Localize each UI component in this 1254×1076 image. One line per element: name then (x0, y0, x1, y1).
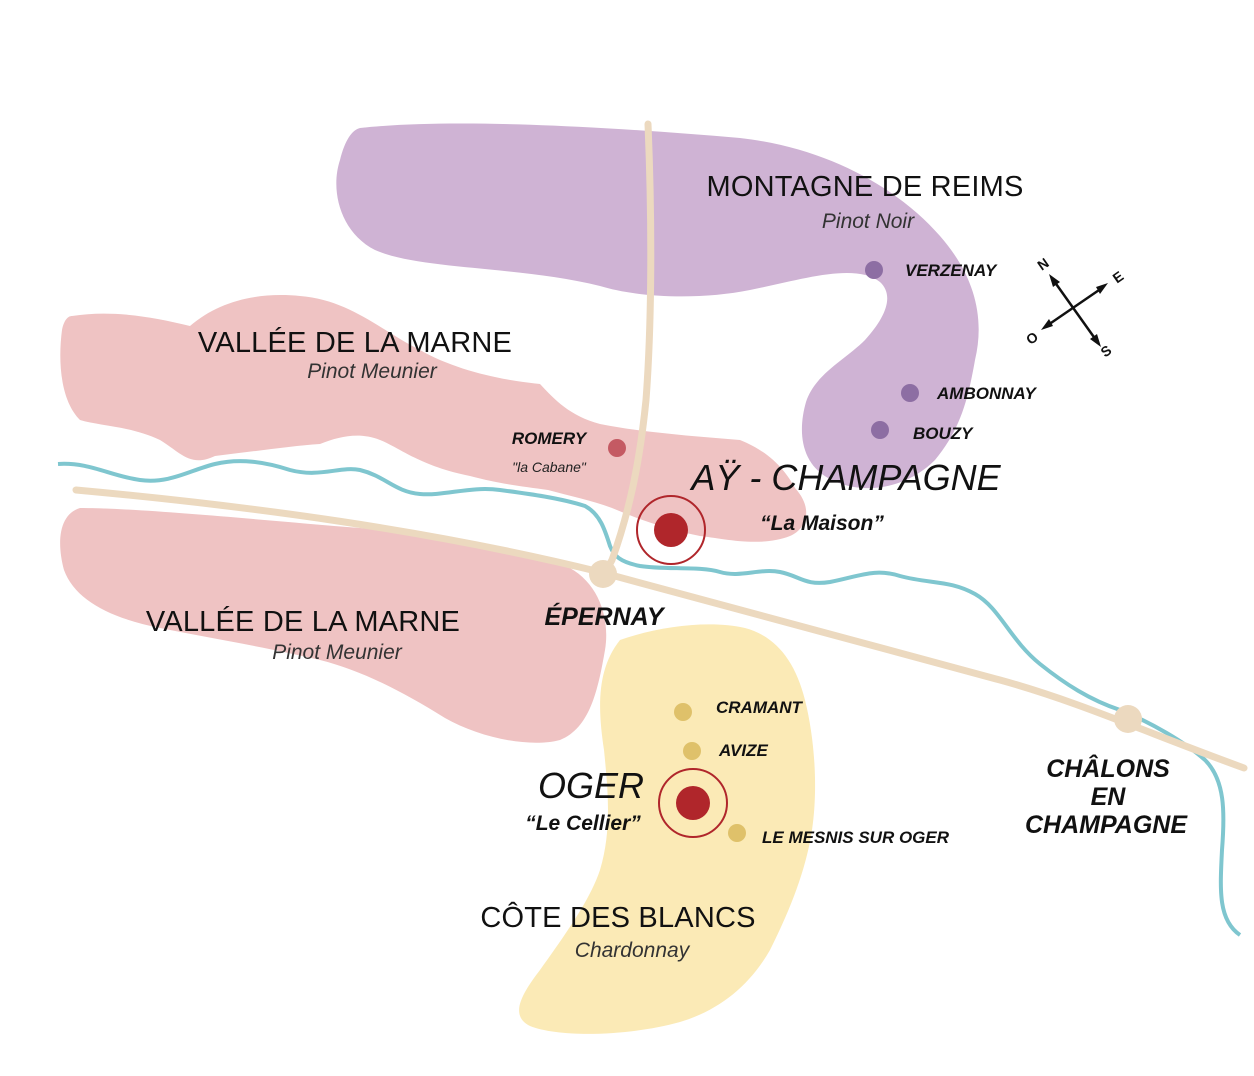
cramant-label: CRAMANT (716, 698, 804, 717)
vallee-north-region-name: VALLÉE DE LA MARNE (198, 326, 512, 359)
epernay-node (589, 560, 617, 588)
oger-cellier-marker[interactable] (658, 768, 728, 838)
bouzy-dot (871, 421, 889, 439)
compass-n: N (1034, 255, 1051, 274)
cote-region-name: CÔTE DES BLANCS (480, 900, 755, 934)
bouzy-label: BOUZY (913, 424, 974, 443)
avize-dot (683, 742, 701, 760)
montagne-variety: Pinot Noir (822, 210, 915, 233)
romery-note: "la Cabane" (512, 459, 587, 475)
ay-house-note: “La Maison” (760, 512, 884, 535)
mesnil-label: LE MESNIS SUR OGER (762, 828, 950, 847)
ambonnay-dot (901, 384, 919, 402)
oger-house-note: “Le Cellier” (525, 812, 641, 835)
chalons-node (1114, 705, 1142, 733)
oger-house-name: OGER (538, 765, 644, 806)
compass-rose-icon: N E S O (1023, 255, 1126, 361)
vallee-north-variety: Pinot Meunier (307, 360, 438, 383)
avize-label: AVIZE (718, 741, 768, 760)
road-east-west (72, 486, 1248, 772)
romery-label: ROMERY (512, 429, 588, 448)
verzenay-dot (865, 261, 883, 279)
ambonnay-label: AMBONNAY (936, 384, 1038, 403)
vallee-de-la-marne-south-area (60, 508, 607, 743)
mesnil-dot (728, 824, 746, 842)
chalons-label-line3: CHAMPAGNE (1025, 811, 1188, 839)
chalons-label-line1: CHÂLONS (1046, 753, 1170, 783)
cote-variety: Chardonnay (575, 939, 691, 962)
cote-des-blancs-area (519, 624, 816, 1034)
ay-maison-marker[interactable] (636, 495, 706, 565)
chalons-label-line2: EN (1091, 783, 1127, 811)
vallee-de-la-marne-north-area (60, 295, 807, 542)
ay-house-name: AŸ - CHAMPAGNE (689, 457, 1001, 498)
montagne-de-reims-area (336, 123, 979, 489)
compass-e: E (1110, 268, 1127, 286)
verzenay-label: VERZENAY (905, 261, 998, 280)
cramant-dot (674, 703, 692, 721)
compass-s: S (1098, 342, 1115, 360)
romery-dot (608, 439, 626, 457)
vallee-south-region-name: VALLÉE DE LA MARNE (146, 605, 460, 638)
epernay-label: ÉPERNAY (544, 602, 665, 631)
vallee-south-variety: Pinot Meunier (272, 641, 403, 664)
compass-o: O (1023, 328, 1041, 347)
montagne-region-name: MONTAGNE DE REIMS (706, 171, 1023, 203)
